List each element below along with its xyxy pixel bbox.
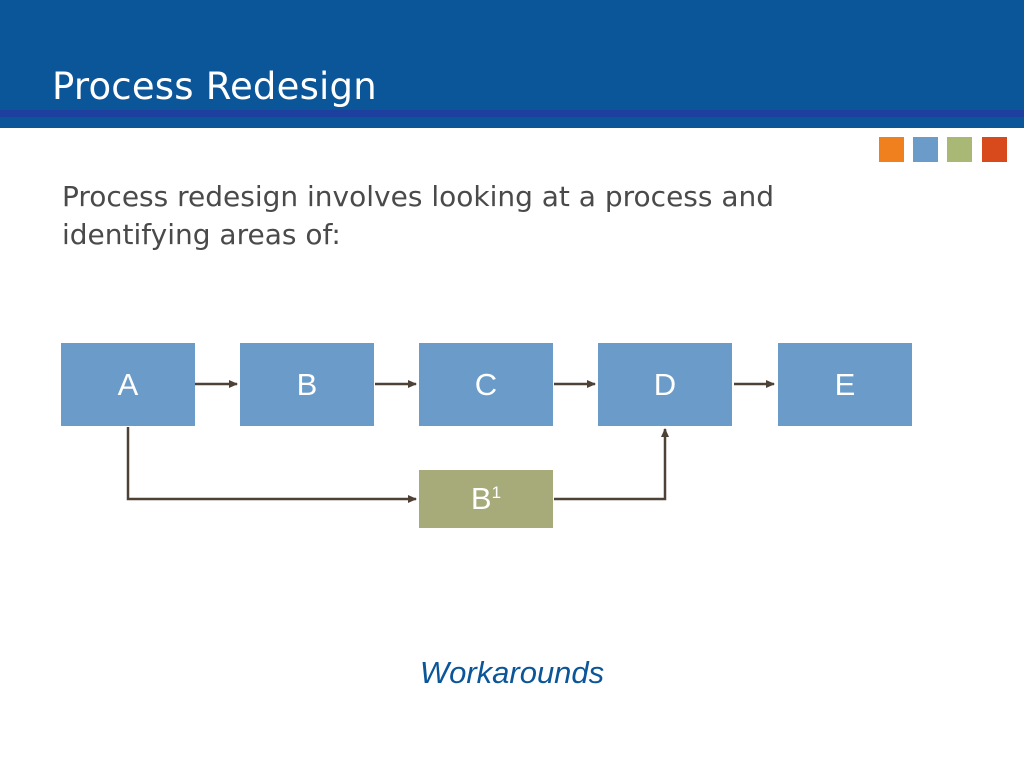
orange-square [879,137,904,162]
process-step-b: B [240,343,374,426]
process-step-d: D [598,343,732,426]
process-step-e: E [778,343,912,426]
arrow-b1-to-d [554,428,669,501]
decorative-squares [879,137,1009,162]
process-step-b-label: B [296,366,318,402]
process-step-e-label: E [834,366,856,402]
workaround-step-b1: B1 [419,470,553,528]
process-step-a-label: A [117,366,139,402]
title-bar [0,0,1024,128]
diagram-caption: Workarounds [419,655,605,690]
process-step-a: A [61,343,195,426]
process-step-d-label: D [653,366,677,402]
slide-body-text: Process redesign involves looking at a p… [62,180,775,251]
workaround-step-label: B1 [471,481,501,517]
workaround-step-letter: B [470,481,492,516]
process-step-c: C [419,343,553,426]
green-square [947,137,972,162]
workaround-step-superscript: 1 [491,483,502,502]
blue-square [913,137,938,162]
slide-title: Process Redesign [52,65,377,108]
arrow-a-to-b1 [126,427,417,503]
title-bar-accent-stripe [0,110,1024,117]
red-square [982,137,1007,162]
process-step-c-label: C [474,366,498,402]
